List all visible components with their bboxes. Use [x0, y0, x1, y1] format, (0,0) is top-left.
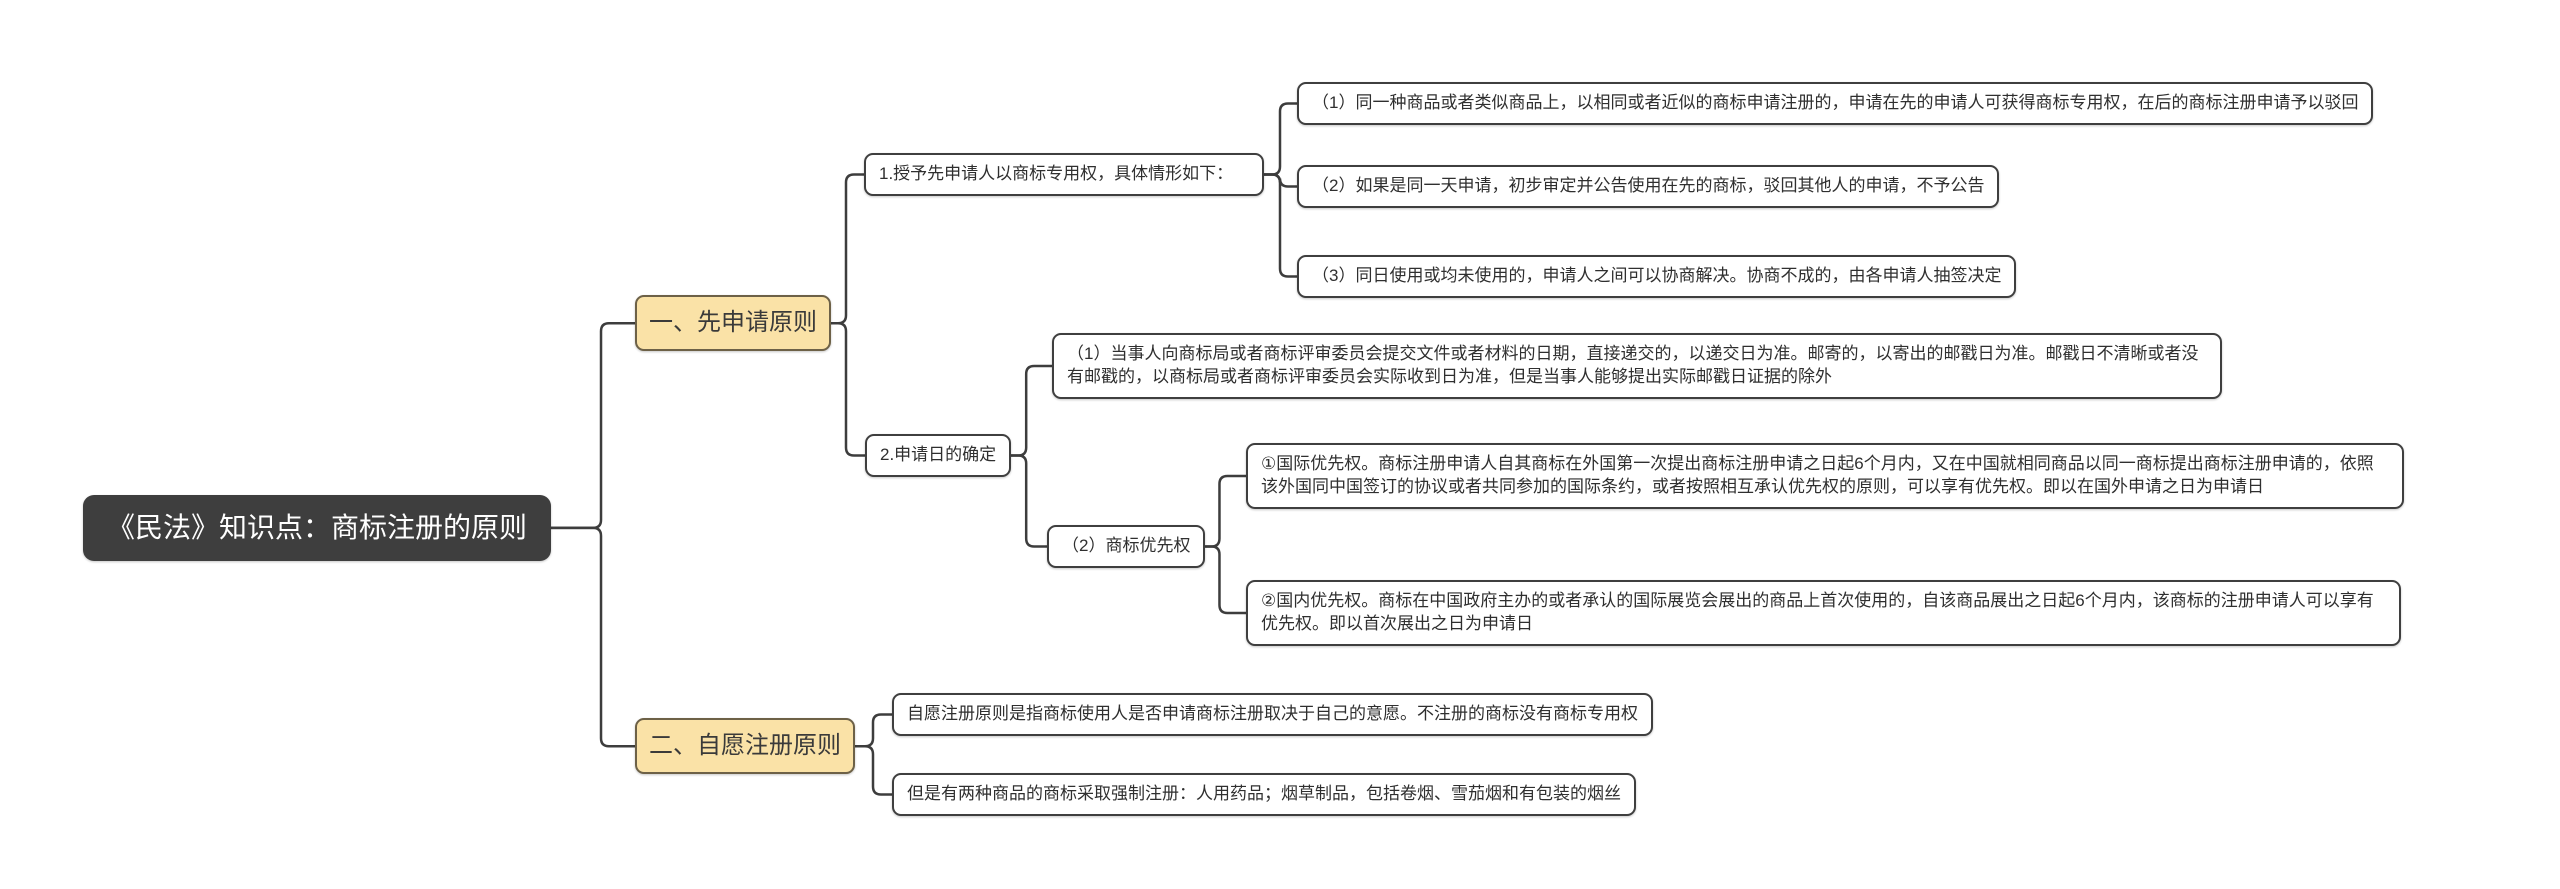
node-trademark-priority[interactable]: （2）商标优先权 — [1047, 525, 1206, 568]
node-first-application-principle[interactable]: 一、先申请原则 — [635, 295, 831, 352]
connector — [1009, 454, 1049, 548]
connector — [549, 526, 637, 748]
connector — [829, 173, 866, 325]
connector — [1204, 474, 1248, 548]
node-international-priority[interactable]: ①国际优先权。商标注册申请人自其商标在外国第一次提出商标注册申请之日起6个月内，… — [1246, 443, 2404, 509]
connector — [1262, 102, 1299, 176]
node-mandatory-registration-exception[interactable]: 但是有两种商品的商标采取强制注册：人用药品；烟草制品，包括卷烟、雪茄烟和有包装的… — [892, 773, 1636, 816]
node-same-goods-case[interactable]: （1）同一种商品或者类似商品上，以相同或者近似的商标申请注册的，申请在先的申请人… — [1297, 82, 2374, 125]
connector — [853, 713, 894, 748]
node-root-topic[interactable]: 《民法》知识点：商标注册的原则 — [83, 495, 552, 561]
connector — [1009, 364, 1054, 457]
node-same-day-use-case[interactable]: （3）同日使用或均未使用的，申请人之间可以协商解决。协商不成的，由各申请人抽签决… — [1297, 255, 2017, 298]
connector — [1262, 173, 1299, 188]
connector — [1262, 173, 1299, 278]
node-voluntary-definition[interactable]: 自愿注册原则是指商标使用人是否申请商标注册取决于自己的意愿。不注册的商标没有商标… — [892, 693, 1653, 736]
connector — [549, 321, 637, 530]
connector — [853, 744, 894, 796]
node-same-day-application-case[interactable]: （2）如果是同一天申请，初步审定并公告使用在先的商标，驳回其他人的申请，不予公告 — [1297, 165, 2000, 208]
node-filing-date-rule[interactable]: （1）当事人向商标局或者商标评审委员会提交文件或者材料的日期，直接递交的，以递交… — [1052, 333, 2222, 399]
connector — [829, 321, 867, 457]
node-application-date-determination[interactable]: 2.申请日的确定 — [865, 434, 1012, 477]
connector — [1204, 545, 1248, 615]
node-domestic-priority[interactable]: ②国内优先权。商标在中国政府主办的或者承认的国际展览会展出的商品上首次使用的，自… — [1246, 580, 2401, 646]
node-voluntary-registration-principle[interactable]: 二、自愿注册原则 — [635, 718, 855, 775]
node-grant-prior-applicant[interactable]: 1.授予先申请人以商标专用权，具体情形如下： — [864, 153, 1264, 196]
